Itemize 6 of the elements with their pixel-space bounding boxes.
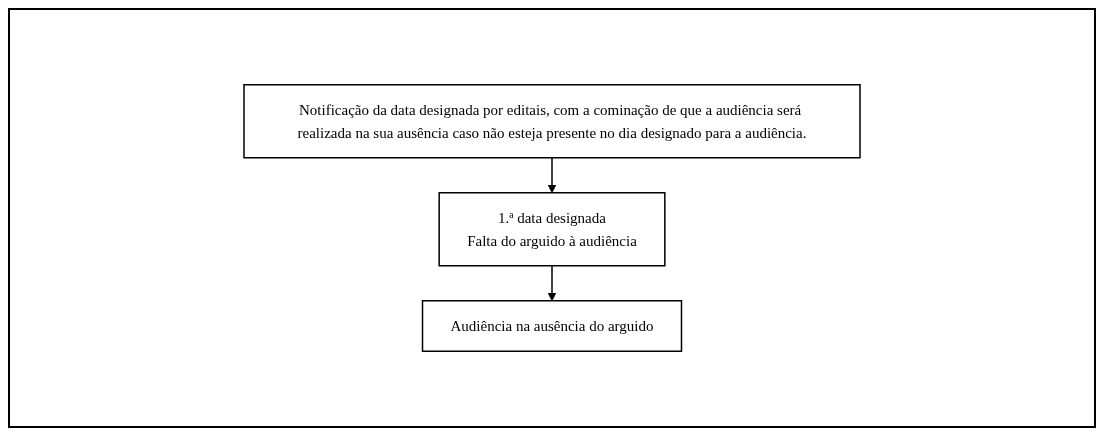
arrow xyxy=(547,157,557,194)
node-box xyxy=(243,84,861,159)
arrow xyxy=(547,265,557,302)
node-box xyxy=(438,192,666,267)
page-border: Notificação da data designada por editais, com a cominação de que a audiência será realizada na sua ausência caso não esteja presente no dia designado para a audiência. 1.ª data designada Falta do arguido à audiência Audiência na ausência do arguido xyxy=(8,8,1096,428)
node-box xyxy=(421,300,683,352)
